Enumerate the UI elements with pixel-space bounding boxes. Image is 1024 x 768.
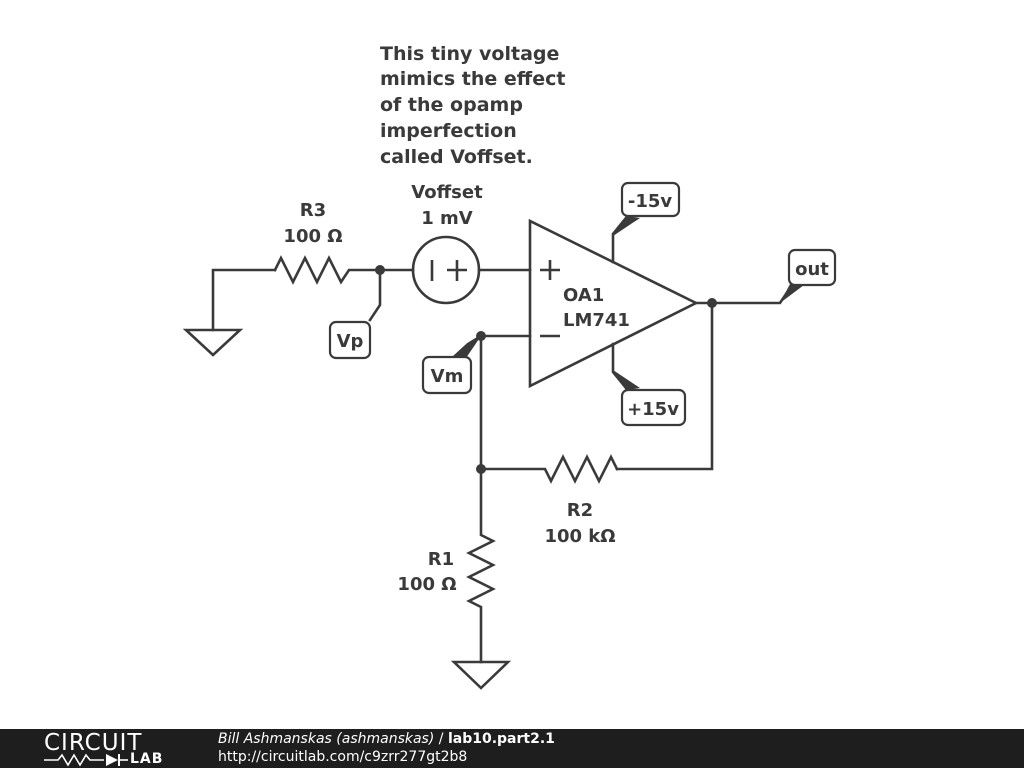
out-label-text: out [795,259,829,280]
annotation-line: This tiny voltage [380,43,559,65]
net-label-pos-supply[interactable]: +15v [620,388,687,427]
r3-name-label: R3 [300,200,326,221]
resistor-diode-logo-icon [44,753,128,767]
flag-pointer [613,216,640,236]
r3-value-label: 100 Ω [283,226,342,247]
annotation-note: This tiny voltage mimics the effect of t… [380,43,565,168]
resistor-r1[interactable] [466,467,496,664]
author-link[interactable]: Bill Ashmanskas (ashmanskas) [218,731,435,747]
circuitlab-logo-lab: LAB [130,751,164,767]
vm-label-text: Vm [431,366,464,387]
ground-symbol-bottom[interactable] [450,660,512,690]
flag-pointer [780,284,804,303]
net-label-neg-supply[interactable]: -15v [620,181,681,218]
project-name-link[interactable]: lab10.part2.1 [447,731,555,747]
voffset-value-label: 1 mV [421,208,473,229]
voltage-source-voffset[interactable] [411,235,481,305]
opamp-model-label: LM741 [563,310,630,331]
feedback-wire [615,301,714,471]
circuitlab-logo-text: CIRCUIT [44,730,143,756]
credit-separator: / [438,731,444,747]
r1-value-label: 100 Ω [397,574,456,595]
annotation-line: mimics the effect [380,68,565,90]
net-label-vp[interactable]: Vp [328,320,372,360]
inverting-input-wire [479,334,532,471]
pos-supply-label-text: +15v [627,399,679,420]
ground-symbol-left[interactable] [182,268,277,357]
r1-name-label: R1 [428,549,454,570]
neg-supply-label-text: -15v [628,191,673,212]
annotation-line: called Voffset. [380,146,533,168]
voffset-name-label: Voffset [411,182,483,203]
vp-label-text: Vp [337,331,364,352]
vp-net-wire [368,268,382,322]
resistor-r2[interactable] [479,454,619,484]
flag-pointer [613,370,640,390]
r2-value-label: 100 kΩ [544,526,615,547]
net-label-vm[interactable]: Vm [421,355,473,395]
schematic-credit: Bill Ashmanskas (ashmanskas) / lab10.par… [218,731,555,748]
annotation-line: imperfection [380,120,517,142]
circuit-schematic: This tiny voltage mimics the effect of t… [182,43,837,690]
annotation-line: of the opamp [380,94,523,116]
opamp-name-label: OA1 [563,285,604,306]
r2-name-label: R2 [567,500,593,521]
net-label-out[interactable]: out [787,248,837,287]
schematic-url-link[interactable]: http://circuitlab.com/c9zrr277gt2b8 [218,749,468,765]
flag-pointer [452,336,481,358]
resistor-r3[interactable] [273,255,382,285]
footer-bar: CIRCUIT LAB Bill Ashmanskas (ashmanskas)… [0,729,1024,768]
